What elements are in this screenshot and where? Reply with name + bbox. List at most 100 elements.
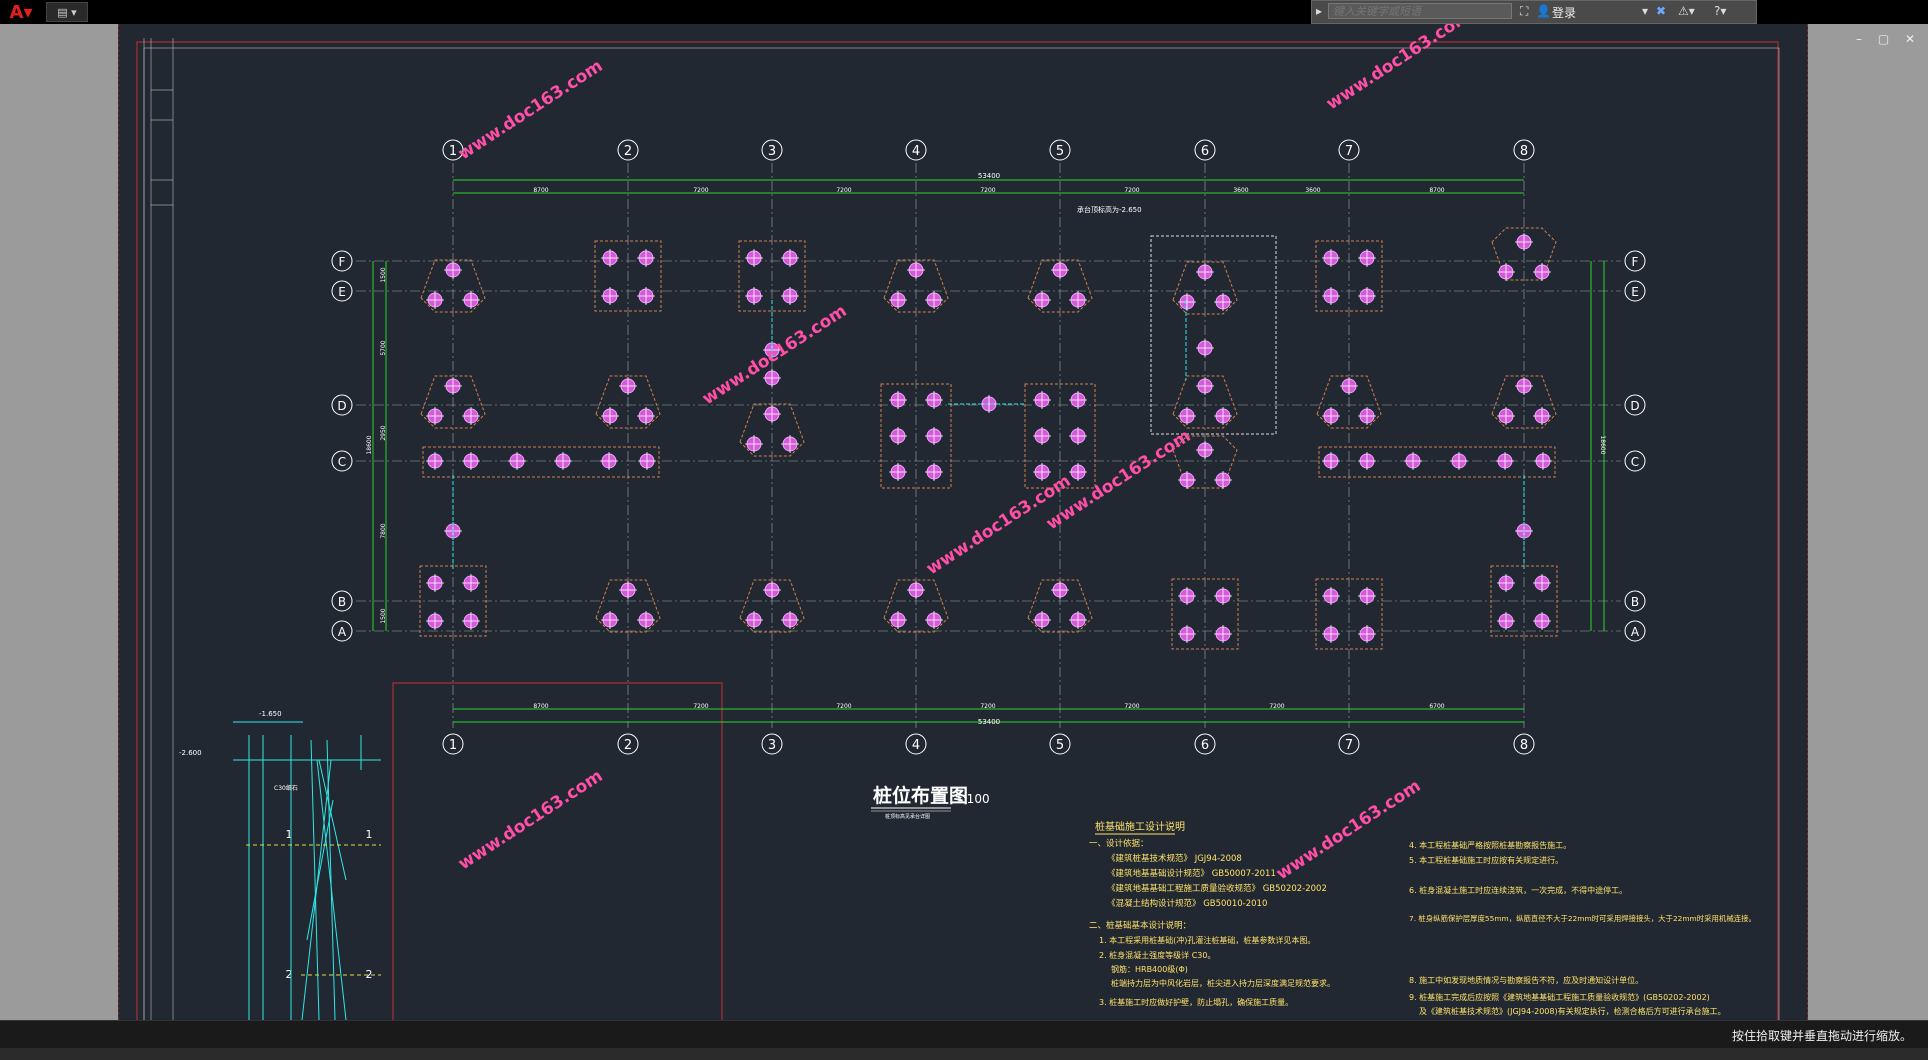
search-input[interactable] [1328, 3, 1512, 19]
pile [444, 261, 462, 279]
pile [889, 291, 907, 309]
top-dim: 3600 [1233, 187, 1248, 194]
pile [1533, 612, 1551, 630]
axis-label-C: C [338, 455, 346, 469]
pile [1358, 407, 1376, 425]
pile [1178, 625, 1196, 643]
dropdown-arrow-icon[interactable]: ▾ [1642, 4, 1649, 18]
axis-bubble-7 [1338, 139, 1360, 161]
infocenter-bar: ▸ ⛶ 👤 登录 ▾ ✖ ⚠▾ ?▾ [1311, 0, 1757, 24]
pile-cap [1027, 579, 1093, 633]
axis-label-6: 6 [1201, 144, 1209, 159]
section-frame [392, 682, 723, 1020]
pile [1358, 287, 1376, 305]
axis-bubble-C [331, 450, 353, 472]
pile [637, 611, 655, 629]
pile-cap [594, 240, 662, 312]
pile [781, 249, 799, 267]
axis-bubble-5 [1049, 139, 1071, 161]
pile [1322, 587, 1340, 605]
pile-cap [595, 375, 661, 429]
pile [1322, 249, 1340, 267]
pile [1196, 263, 1214, 281]
pile [637, 407, 655, 425]
watermark-text: www.doc163.com [455, 766, 607, 874]
exchange-icon[interactable]: ✖ [1656, 4, 1667, 18]
axis-label-6: 6 [1201, 738, 1209, 753]
pile-cap [1315, 578, 1383, 650]
status-message: 按住拾取键并垂直拖动进行缩放。 [1731, 1029, 1912, 1043]
login-button[interactable]: 登录 [1552, 6, 1577, 20]
pile-cap [595, 579, 661, 633]
axis-bubble-8 [1513, 733, 1535, 755]
watermark-text: www.doc163.com [699, 301, 851, 409]
axis-label-3: 3 [768, 738, 776, 753]
status-bar: 按住拾取键并垂直拖动进行缩放。 [0, 1020, 1928, 1049]
pile [1033, 427, 1051, 445]
axis-label-8: 8 [1520, 738, 1528, 753]
pile [1051, 261, 1069, 279]
pile [1069, 291, 1087, 309]
axis-bubble-1 [442, 139, 464, 161]
axis-label-F: F [339, 255, 346, 269]
axis-label-E: E [338, 285, 346, 299]
axis-bubble-E [1624, 280, 1646, 302]
pile [1051, 581, 1069, 599]
pile [763, 581, 781, 599]
pile [745, 435, 763, 453]
axis-label-5: 5 [1056, 144, 1064, 159]
pile [889, 391, 907, 409]
window-controls[interactable]: – ▢ ✕ [1856, 32, 1922, 46]
bottom-dim: 8700 [533, 703, 548, 710]
quick-access-icon[interactable]: ▤ ▾ [46, 2, 88, 22]
bottom-dim: 7200 [693, 703, 708, 710]
pile [600, 452, 618, 470]
pile-cap [1024, 383, 1096, 489]
pile-cap [1172, 375, 1238, 429]
pile [925, 391, 943, 409]
left-dim: 5700 [380, 340, 387, 355]
pile [1358, 587, 1376, 605]
section-label: 2 [366, 968, 373, 981]
pile [1178, 407, 1196, 425]
axis-bubble-7 [1338, 733, 1360, 755]
help-icon[interactable]: ?▾ [1714, 4, 1727, 18]
pile [554, 452, 572, 470]
axis-bubble-6 [1194, 733, 1216, 755]
autocad-logo-icon[interactable]: A▾ [9, 1, 33, 23]
axis-label-A: A [338, 625, 347, 639]
pile [1533, 263, 1551, 281]
expand-arrow-icon[interactable]: ▸ [1316, 4, 1323, 18]
axis-label-7: 7 [1345, 738, 1353, 753]
pile [1033, 391, 1051, 409]
axis-bubble-6 [1194, 139, 1216, 161]
pile [426, 291, 444, 309]
axis-label-5: 5 [1056, 738, 1064, 753]
pile [889, 611, 907, 629]
pile [1404, 452, 1422, 470]
pile-cap [1315, 240, 1383, 312]
pile [925, 427, 943, 445]
bottom-dim: 7200 [836, 703, 851, 710]
axis-bubble-3 [761, 733, 783, 755]
axis-label-4: 4 [912, 144, 920, 159]
community-icon[interactable]: ⚠▾ [1678, 4, 1695, 18]
pile [1196, 377, 1214, 395]
axis-label-E: E [1631, 285, 1639, 299]
watermark-text: www.doc163.com [455, 56, 607, 164]
pile [1214, 407, 1232, 425]
sheet-border [136, 41, 1779, 1020]
user-icon[interactable]: 👤 [1536, 4, 1551, 18]
pile [1214, 293, 1232, 311]
pile [925, 463, 943, 481]
pile-cap [883, 259, 949, 313]
axis-bubble-1 [442, 733, 464, 755]
axis-bubble-E [331, 280, 353, 302]
pile [426, 452, 444, 470]
axis-bubble-4 [905, 139, 927, 161]
axis-label-1: 1 [449, 144, 457, 159]
binoculars-icon[interactable]: ⛶ [1520, 4, 1529, 18]
axis-label-B: B [338, 595, 346, 609]
